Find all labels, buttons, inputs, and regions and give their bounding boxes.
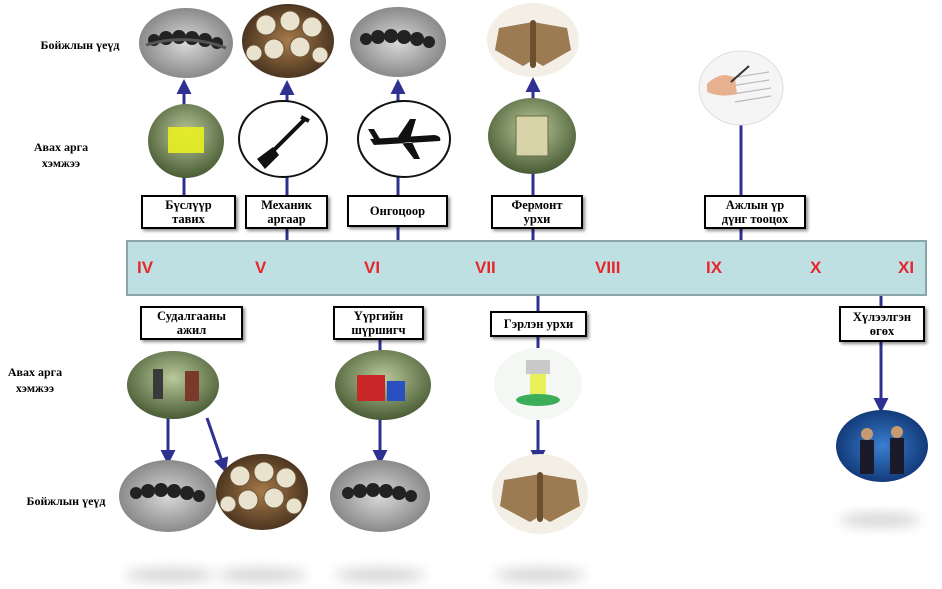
moth-photo — [492, 454, 588, 534]
month-label: XI — [898, 258, 915, 277]
cocoon-photo — [242, 4, 334, 78]
month-timeline — [126, 240, 927, 296]
light-trap-photo — [494, 348, 582, 420]
moth-photo — [487, 3, 579, 77]
action-box: Гэрлэн урхи — [490, 311, 587, 337]
row-label-methods-top: Авах арга хэмжээ — [33, 140, 89, 170]
field-research-photo — [127, 351, 219, 419]
action-box: Онгоцоор — [347, 195, 448, 227]
caterpillar-photo — [330, 460, 430, 532]
month-label: VII — [475, 258, 496, 277]
handover-ceremony-photo — [836, 410, 928, 482]
month-label: IX — [706, 258, 723, 277]
row-label-larva-top: Бойжлын үеүд — [40, 38, 120, 52]
caterpillar-photo — [139, 8, 233, 78]
cocoon-photo — [216, 454, 308, 530]
caterpillar-photo — [119, 460, 217, 532]
report-writing-photo — [698, 50, 784, 126]
month-label: VI — [364, 258, 381, 277]
shovel-icon — [238, 100, 328, 178]
tree-belt-photo — [148, 104, 224, 178]
row-label-methods-bottom: Авах арга хэмжээ — [7, 365, 63, 395]
sprayer-photo — [335, 350, 431, 420]
caterpillar-photo — [350, 7, 446, 77]
month-label: VIII — [595, 258, 621, 277]
month-label: IV — [137, 258, 154, 277]
airplane-icon — [357, 100, 451, 178]
month-label: X — [810, 258, 822, 277]
image-reflections — [125, 513, 920, 582]
month-label: V — [255, 258, 267, 277]
pheromone-trap-photo — [488, 98, 576, 174]
row-label-larva-bottom: Бойжлын үеүд — [26, 494, 106, 508]
